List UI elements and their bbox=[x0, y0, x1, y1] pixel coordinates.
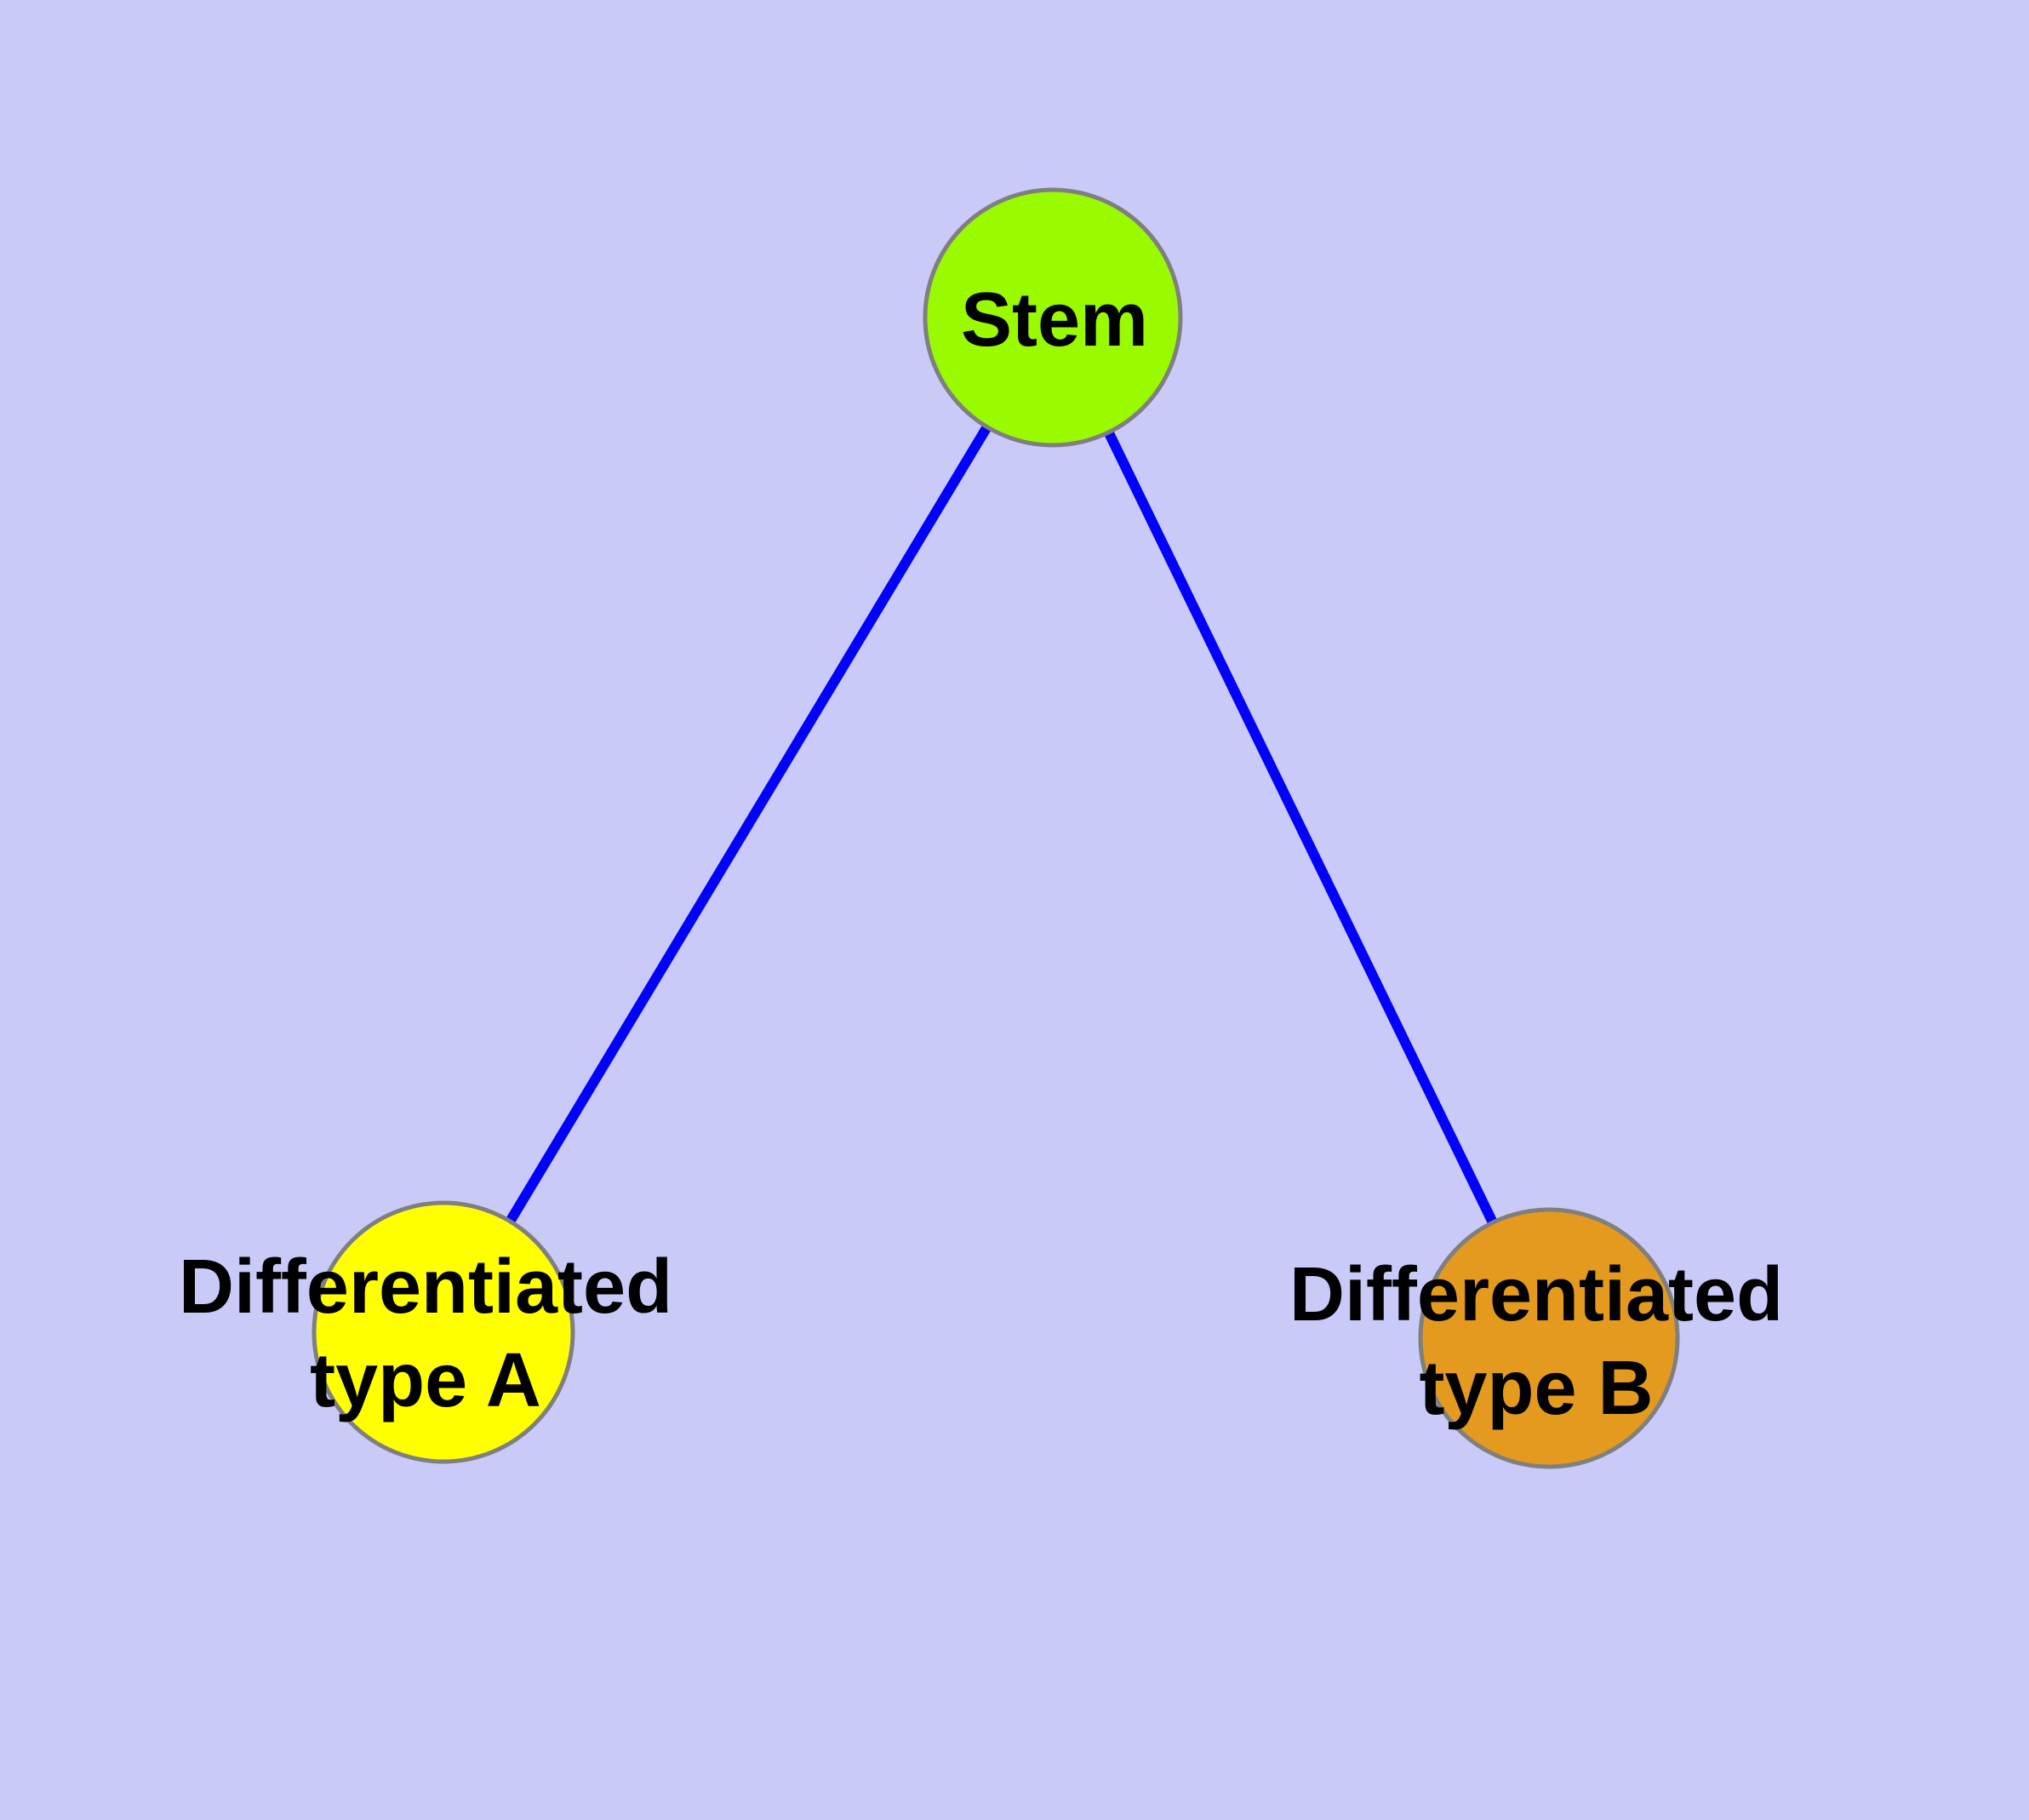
node-type-a-circle bbox=[311, 1200, 575, 1464]
node-type-b-circle bbox=[1418, 1207, 1680, 1469]
edge-stem-to-type-a bbox=[438, 314, 1058, 1336]
node-type-a-label: Differentiated type A bbox=[178, 1245, 673, 1423]
node-stem-circle bbox=[923, 187, 1183, 448]
edge-stem-to-type-b bbox=[1048, 315, 1554, 1341]
node-type-b-label: Differentiated type B bbox=[1289, 1252, 1784, 1431]
node-stem-label: Stem bbox=[960, 278, 1149, 363]
